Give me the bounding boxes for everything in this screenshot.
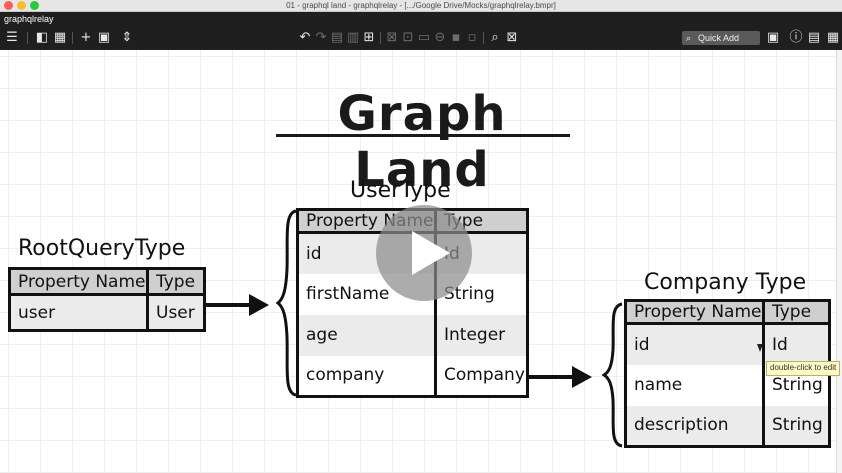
edit-tooltip: double-click to edit — [766, 361, 840, 376]
property-cell: name — [625, 364, 765, 406]
type-cell: String — [435, 273, 528, 315]
search-tool-icon[interactable]: ⌕ — [491, 30, 499, 45]
search-icon: ⌕ — [686, 33, 692, 43]
type-cell: User — [147, 294, 205, 331]
lock-item-icon[interactable]: ▪ — [451, 30, 461, 45]
user-to-company-arrow[interactable] — [528, 364, 594, 390]
column-header-property: Property Name — [9, 268, 149, 296]
table-row[interactable]: company Company — [297, 355, 528, 397]
user-type-brace — [276, 209, 297, 397]
type-cell: Company — [435, 355, 528, 397]
title-underline — [276, 134, 570, 137]
undo-icon[interactable]: ↶ — [299, 30, 311, 45]
app-bar: graphqlrelay ☰ ◧ ▦ + ▣ ⇕ ↶ ↷ ▤ ▥ ⊞ ⊠ ⊡ ▭… — [0, 12, 842, 50]
property-cell: age — [297, 314, 437, 356]
property-cell: company — [297, 355, 437, 397]
ungroup-icon[interactable]: ⊡ — [402, 30, 414, 45]
properties-icon[interactable]: ▦ — [826, 30, 840, 45]
root-to-user-arrow[interactable] — [205, 292, 271, 318]
table-row[interactable]: description String — [625, 405, 830, 447]
toolbar-separator — [27, 32, 28, 44]
distribute-icon[interactable]: ⊖ — [434, 30, 446, 45]
type-cell: Id — [763, 323, 830, 365]
play-icon — [412, 231, 450, 275]
media-icon[interactable]: ▣ — [766, 30, 780, 45]
close-window-button[interactable] — [4, 1, 13, 10]
redo-icon[interactable]: ↷ — [315, 30, 327, 45]
minimize-window-button[interactable] — [17, 1, 26, 10]
type-cell: String — [763, 405, 830, 447]
export-icon[interactable]: ⊠ — [506, 30, 518, 45]
column-header-type: Type — [763, 300, 830, 325]
grid-view-icon[interactable]: ▦ — [53, 30, 67, 45]
canvas-scrollbar[interactable] — [836, 50, 842, 473]
zoom-window-button[interactable] — [30, 1, 39, 10]
info-icon[interactable]: ⓘ — [789, 30, 803, 45]
sort-icon[interactable]: ⇕ — [121, 30, 133, 45]
group-icon[interactable]: ⊠ — [386, 30, 398, 45]
table-row[interactable]: age Integer — [297, 314, 528, 356]
page-title[interactable]: Graph Land — [337, 86, 507, 198]
toolbar-separator — [72, 32, 73, 44]
play-button[interactable] — [376, 205, 472, 301]
panel-toggle-icon[interactable]: ◧ — [35, 30, 49, 45]
root-query-type-label[interactable]: RootQueryType — [18, 236, 186, 261]
notes-icon[interactable]: ▤ — [807, 30, 821, 45]
copy-icon[interactable]: ▤ — [330, 30, 344, 45]
column-header-property: Property Name — [625, 300, 765, 325]
toolbar-separator — [380, 32, 381, 44]
toolbar-separator — [483, 32, 484, 44]
align-icon[interactable]: ▭ — [417, 30, 431, 45]
property-cell: description — [625, 405, 765, 447]
toolbar: ☰ ◧ ▦ + ▣ ⇕ ↶ ↷ ▤ ▥ ⊞ ⊠ ⊡ ▭ ⊖ ▪ ▫ ⌕ ⊠ ⌕ … — [0, 28, 842, 50]
trash-icon[interactable]: ▫ — [467, 30, 477, 45]
add-icon[interactable]: + — [80, 30, 92, 45]
company-type-label[interactable]: Company Type — [644, 270, 807, 295]
property-cell: id — [625, 323, 765, 365]
quick-add-input[interactable]: ⌕ Quick Add — [682, 31, 760, 45]
company-type-brace — [602, 302, 623, 448]
duplicate-icon[interactable]: ▣ — [97, 30, 111, 45]
paste-icon[interactable]: ▥ — [346, 30, 360, 45]
window-title: 01 - graphql land - graphqlrelay - [.../… — [286, 1, 556, 10]
root-query-table[interactable]: Property Name Type user User — [8, 267, 206, 332]
property-cell: user — [9, 294, 149, 331]
table-row[interactable]: id Id — [625, 323, 830, 365]
quick-add-label: Quick Add — [698, 33, 740, 43]
table-row[interactable]: user User — [9, 294, 205, 331]
mouse-cursor-icon — [757, 344, 763, 352]
menu-icon[interactable]: ☰ — [6, 30, 18, 45]
lock-icon[interactable]: ⊞ — [363, 30, 375, 45]
column-header-type: Type — [147, 268, 205, 296]
user-type-label[interactable]: UserType — [350, 178, 451, 203]
window-titlebar: 01 - graphql land - graphqlrelay - [.../… — [0, 0, 842, 12]
project-tab[interactable]: graphqlrelay — [4, 14, 54, 24]
type-cell: Integer — [435, 314, 528, 356]
company-type-table[interactable]: Property Name Type id Id name String des… — [624, 299, 831, 448]
